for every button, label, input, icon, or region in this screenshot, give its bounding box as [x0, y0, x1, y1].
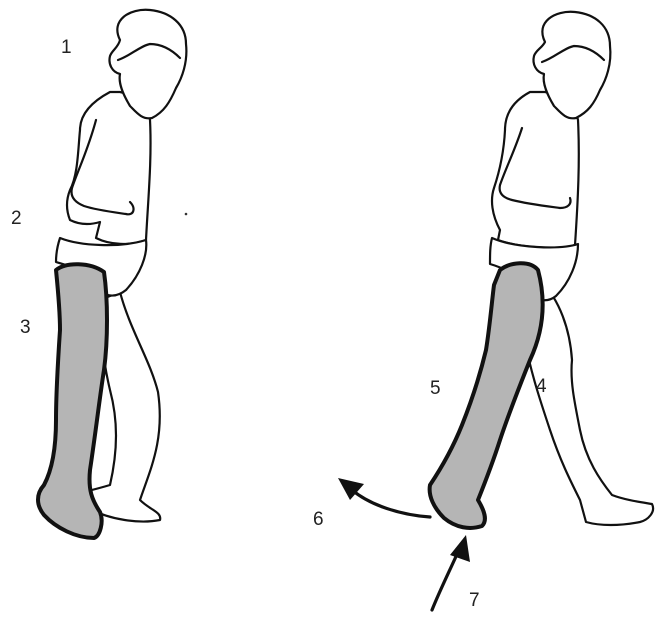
left-figure	[38, 10, 186, 538]
stray-dot	[185, 213, 188, 216]
label-4: 4	[536, 377, 547, 396]
label-3: 3	[20, 318, 31, 337]
label-6: 6	[313, 510, 324, 529]
arrow-7	[432, 535, 470, 610]
right-figure	[430, 12, 653, 528]
right-figure-shaded-leg	[430, 263, 543, 528]
label-7: 7	[469, 591, 480, 610]
label-1: 1	[61, 38, 72, 57]
label-5: 5	[430, 379, 441, 398]
arrow-6	[338, 478, 430, 517]
label-2: 2	[11, 209, 22, 228]
